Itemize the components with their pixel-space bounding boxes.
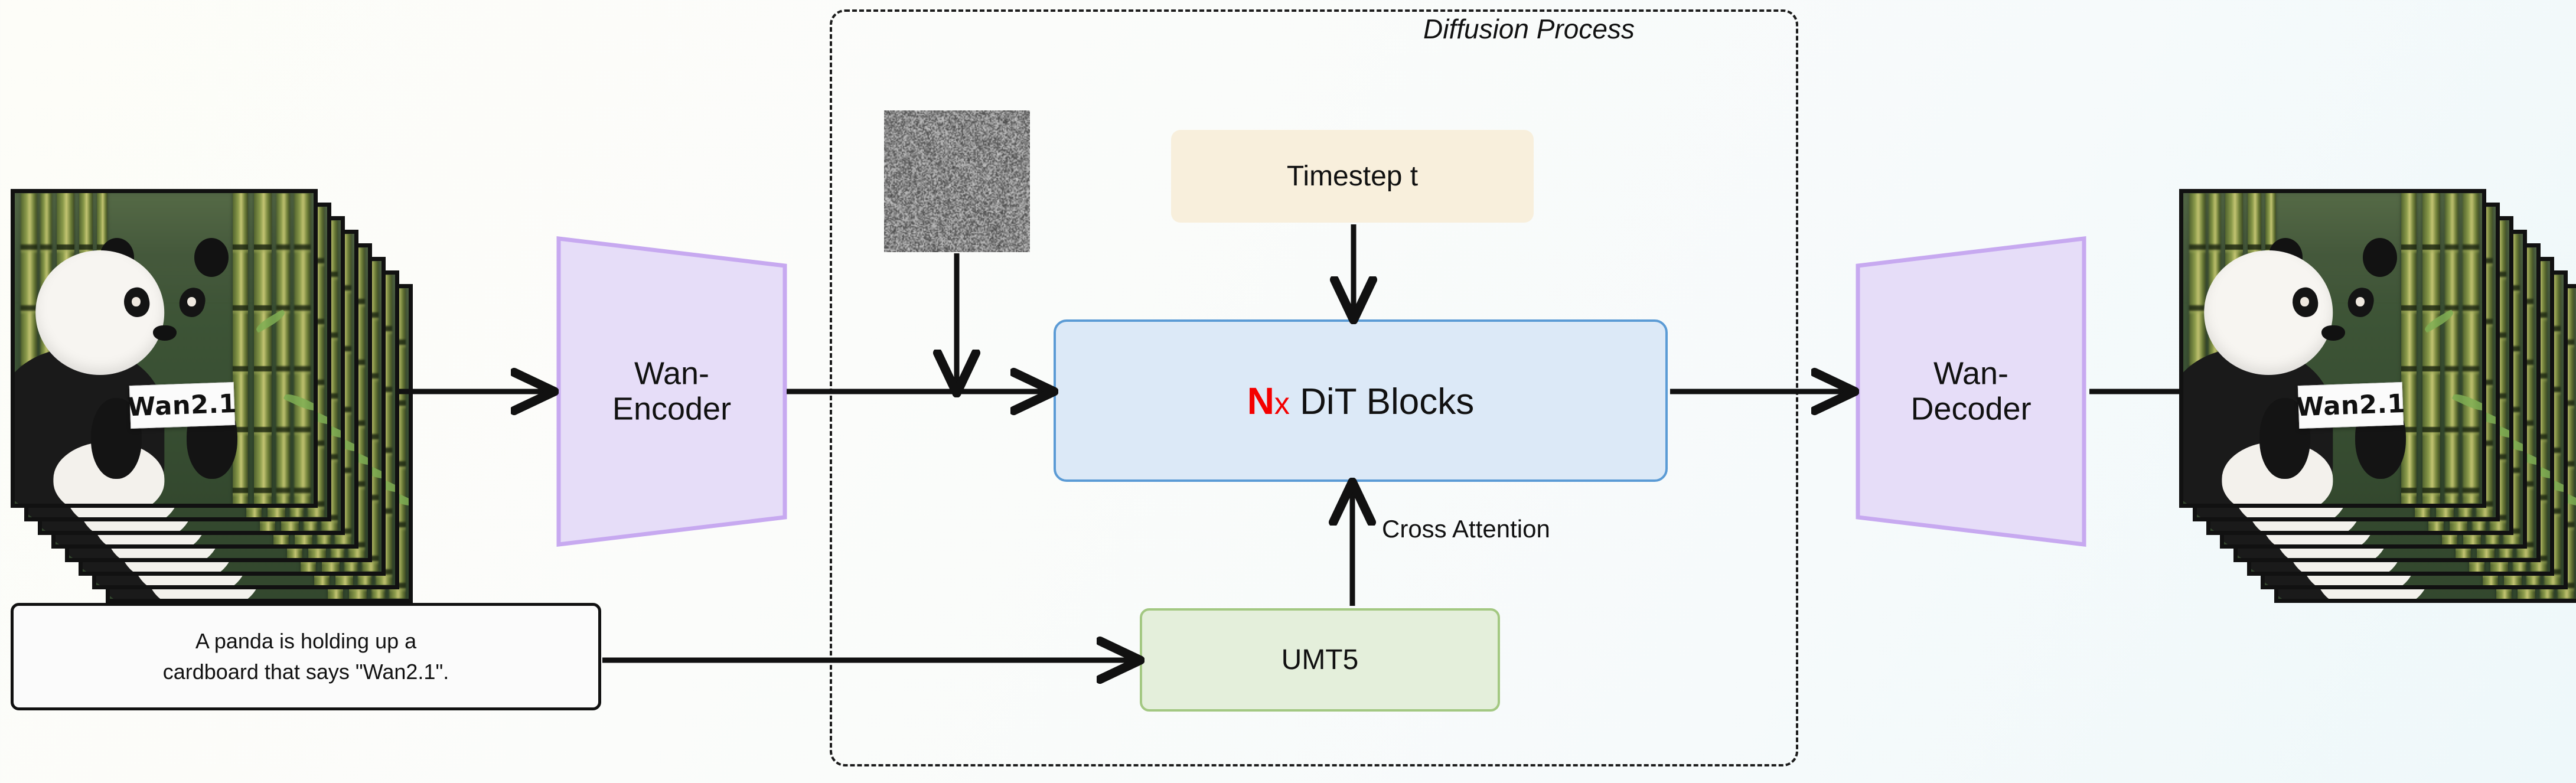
cross-attention-label: Cross Attention	[1382, 515, 1550, 543]
wan-decoder-label: Wan-Decoder	[1854, 356, 2088, 428]
panda-ear-right	[2363, 238, 2397, 277]
panda-pupil-left	[132, 297, 140, 306]
panda-pupil-right	[187, 297, 195, 306]
timestep-block[interactable]: Timestep t	[1171, 130, 1534, 223]
umt5-text-encoder-block[interactable]: UMT5	[1140, 608, 1500, 712]
diffusion-process-label: Diffusion Process	[1423, 13, 1635, 45]
panda-ear-right	[194, 238, 229, 277]
prompt-text: A panda is holding up acardboard that sa…	[149, 626, 463, 687]
panda-frame-art: Wan2.1	[15, 193, 314, 504]
panda-frame-art: Wan2.1	[2183, 193, 2482, 504]
dit-blocks-text: DiT Blocks	[1300, 381, 1474, 422]
panda-pupil-left	[2300, 297, 2308, 306]
panda-subject: Wan2.1	[15, 193, 314, 504]
wan-decoder-block[interactable]: Wan-Decoder	[1854, 235, 2088, 548]
timestep-label: Timestep t	[1287, 160, 1418, 193]
panda-pupil-right	[2356, 297, 2364, 306]
video-frame: Wan2.1	[2179, 189, 2486, 508]
panda-sign: Wan2.1	[2298, 382, 2404, 429]
umt5-label: UMT5	[1282, 644, 1359, 676]
noise-texture	[884, 110, 1030, 252]
panda-sign: Wan2.1	[129, 382, 235, 429]
dit-blocks-block[interactable]: Nx DiT Blocks	[1054, 319, 1668, 482]
video-frame: Wan2.1	[11, 189, 318, 508]
dit-multiply-symbol: x	[1274, 387, 1290, 421]
prompt-textbox[interactable]: A panda is holding up acardboard that sa…	[11, 603, 601, 710]
panda-nose	[2321, 325, 2345, 341]
input-video-frames: Wan2.1Wan2.1Wan2.1Wan2.1Wan2.1Wan2.1Wan2…	[11, 189, 412, 579]
dit-repeat-count: N	[1247, 380, 1274, 422]
output-video-frames: Wan2.1Wan2.1Wan2.1Wan2.1Wan2.1Wan2.1Wan2…	[2179, 189, 2569, 579]
dit-blocks-label: Nx DiT Blocks	[1247, 379, 1475, 423]
panda-nose	[153, 325, 176, 341]
wan-encoder-label: Wan-Encoder	[555, 356, 788, 428]
panda-subject: Wan2.1	[2183, 193, 2482, 504]
wan-encoder-block[interactable]: Wan-Encoder	[555, 235, 788, 548]
noise-latent-patch	[884, 110, 1030, 252]
